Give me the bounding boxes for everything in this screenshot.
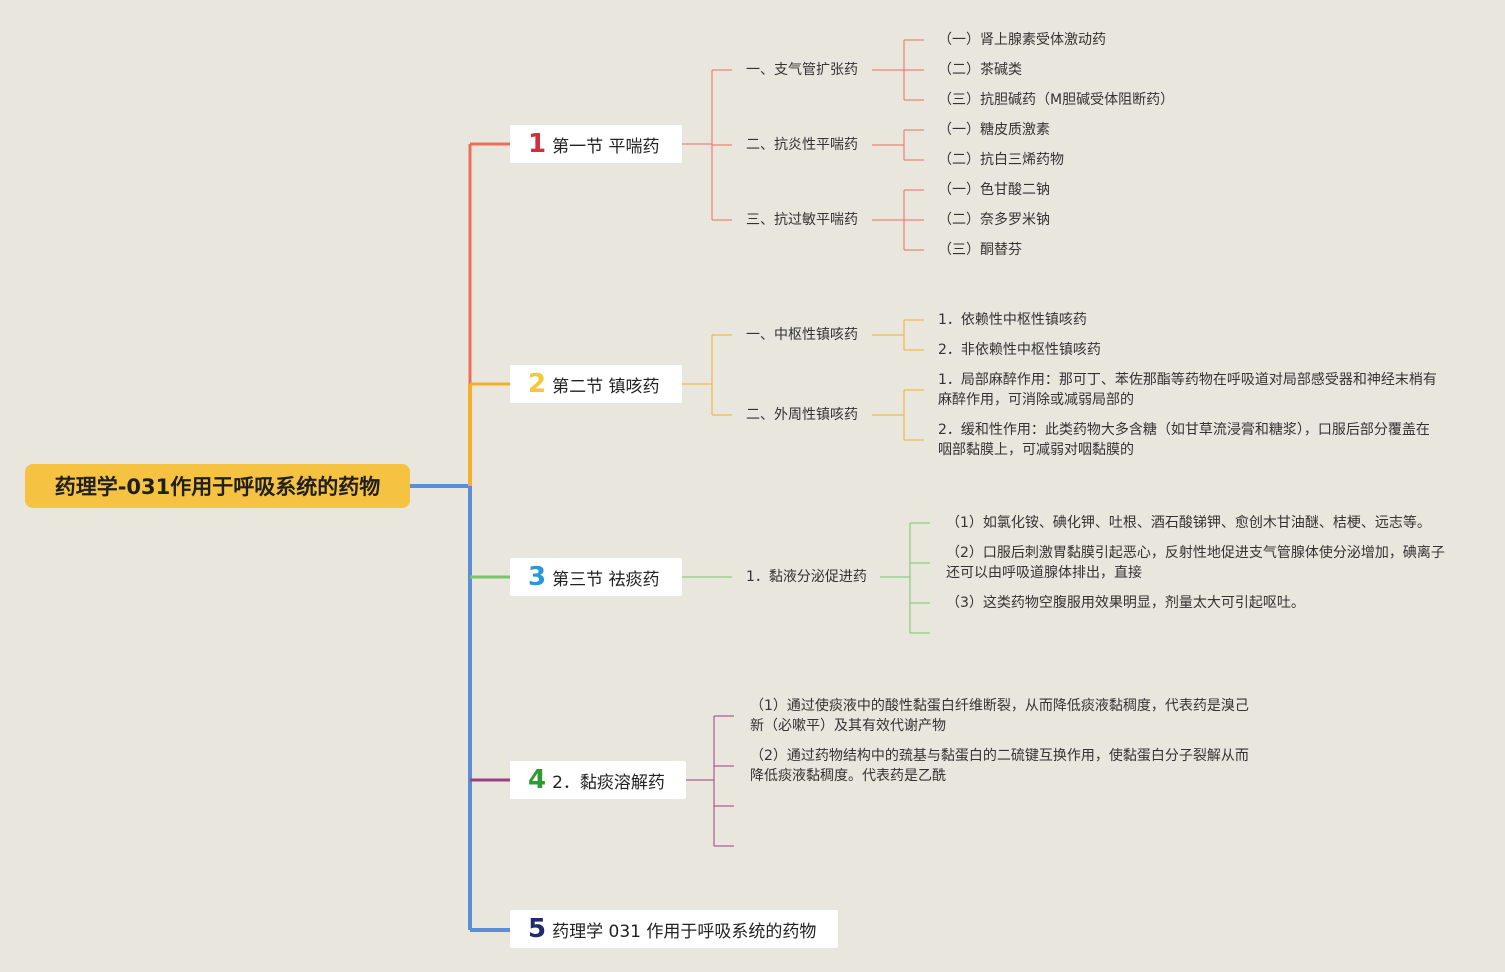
- number-2-icon: 2: [528, 369, 547, 399]
- section-3-title: 第三节 祛痰药: [552, 569, 660, 590]
- s2-sub2-label[interactable]: 二、外周性镇咳药: [746, 407, 858, 423]
- s3-sub1-item-2[interactable]: （2）口服后刺激胃黏膜引起恶心，反射性地促进支气管腺体使分泌增加，碘离子还可以由…: [946, 545, 1445, 581]
- number-1-icon: 1: [528, 129, 547, 159]
- s1-sub2-item-1[interactable]: （一）糖皮质激素: [938, 122, 1050, 138]
- section-4-node[interactable]: 4 2．黏痰溶解药: [510, 761, 686, 799]
- s4-item-2[interactable]: （2）通过药物结构中的巯基与黏蛋白的二硫键互换作用，使黏蛋白分子裂解从而降低痰液…: [750, 748, 1249, 784]
- s4-item-1[interactable]: （1）通过使痰液中的酸性黏蛋白纤维断裂，从而降低痰液黏稠度，代表药是溴己新（必嗽…: [750, 698, 1249, 734]
- section-2-title: 第二节 镇咳药: [552, 376, 660, 397]
- section-5-title: 药理学 031 作用于呼吸系统的药物: [552, 921, 817, 942]
- root-title: 药理学-031作用于呼吸系统的药物: [54, 475, 381, 499]
- s1-sub1-item-1[interactable]: （一）肾上腺素受体激动药: [938, 32, 1106, 48]
- s1-sub3-label[interactable]: 三、抗过敏平喘药: [746, 212, 858, 228]
- s3-sub1-item-1[interactable]: （1）如氯化铵、碘化钾、吐根、酒石酸锑钾、愈创木甘油醚、桔梗、远志等。: [946, 515, 1431, 531]
- section-3-node[interactable]: 3 第三节 祛痰药: [510, 558, 682, 596]
- s1-sub3-item-2[interactable]: （二）奈多罗米钠: [938, 212, 1050, 228]
- s3-sub1-item-3[interactable]: （3）这类药物空腹服用效果明显，剂量太大可引起呕吐。: [946, 595, 1305, 611]
- number-4-icon: 4: [528, 765, 547, 795]
- s1-sub2-label[interactable]: 二、抗炎性平喘药: [746, 137, 858, 153]
- s2-sub1-item-2[interactable]: 2．非依赖性中枢性镇咳药: [938, 342, 1101, 358]
- s2-sub1-label[interactable]: 一、中枢性镇咳药: [746, 327, 858, 343]
- number-5-icon: 5: [528, 914, 547, 944]
- s3-sub1-label[interactable]: 1．黏液分泌促进药: [746, 569, 867, 585]
- section-1-title: 第一节 平喘药: [552, 136, 660, 157]
- s1-sub1-item-2[interactable]: （二）茶碱类: [938, 62, 1022, 78]
- s1-sub3-item-1[interactable]: （一）色甘酸二钠: [938, 182, 1050, 198]
- root-topic[interactable]: 药理学-031作用于呼吸系统的药物: [25, 464, 410, 508]
- s1-sub1-item-3[interactable]: （三）抗胆碱药（M胆碱受体阻断药）: [938, 92, 1175, 108]
- s2-sub2-item-1[interactable]: 1．局部麻醉作用：那可丁、苯佐那酯等药物在呼吸道对局部感受器和神经末梢有麻醉作用…: [938, 372, 1437, 408]
- s1-sub2-item-2[interactable]: （二）抗白三烯药物: [938, 152, 1064, 168]
- s2-sub1-item-1[interactable]: 1．依赖性中枢性镇咳药: [938, 312, 1087, 328]
- section-5-node[interactable]: 5 药理学 031 作用于呼吸系统的药物: [510, 910, 838, 948]
- s1-sub1-label[interactable]: 一、支气管扩张药: [746, 62, 858, 78]
- section-2-node[interactable]: 2 第二节 镇咳药: [510, 365, 682, 403]
- s2-sub2-item-2[interactable]: 2．缓和性作用：此类药物大多含糖（如甘草流浸膏和糖浆），口服后部分覆盖在咽部黏膜…: [938, 422, 1430, 458]
- number-3-icon: 3: [528, 562, 547, 592]
- section-1-node[interactable]: 1 第一节 平喘药: [510, 125, 682, 163]
- section-4-title: 2．黏痰溶解药: [552, 772, 665, 793]
- s1-sub3-item-3[interactable]: （三）酮替芬: [938, 242, 1022, 258]
